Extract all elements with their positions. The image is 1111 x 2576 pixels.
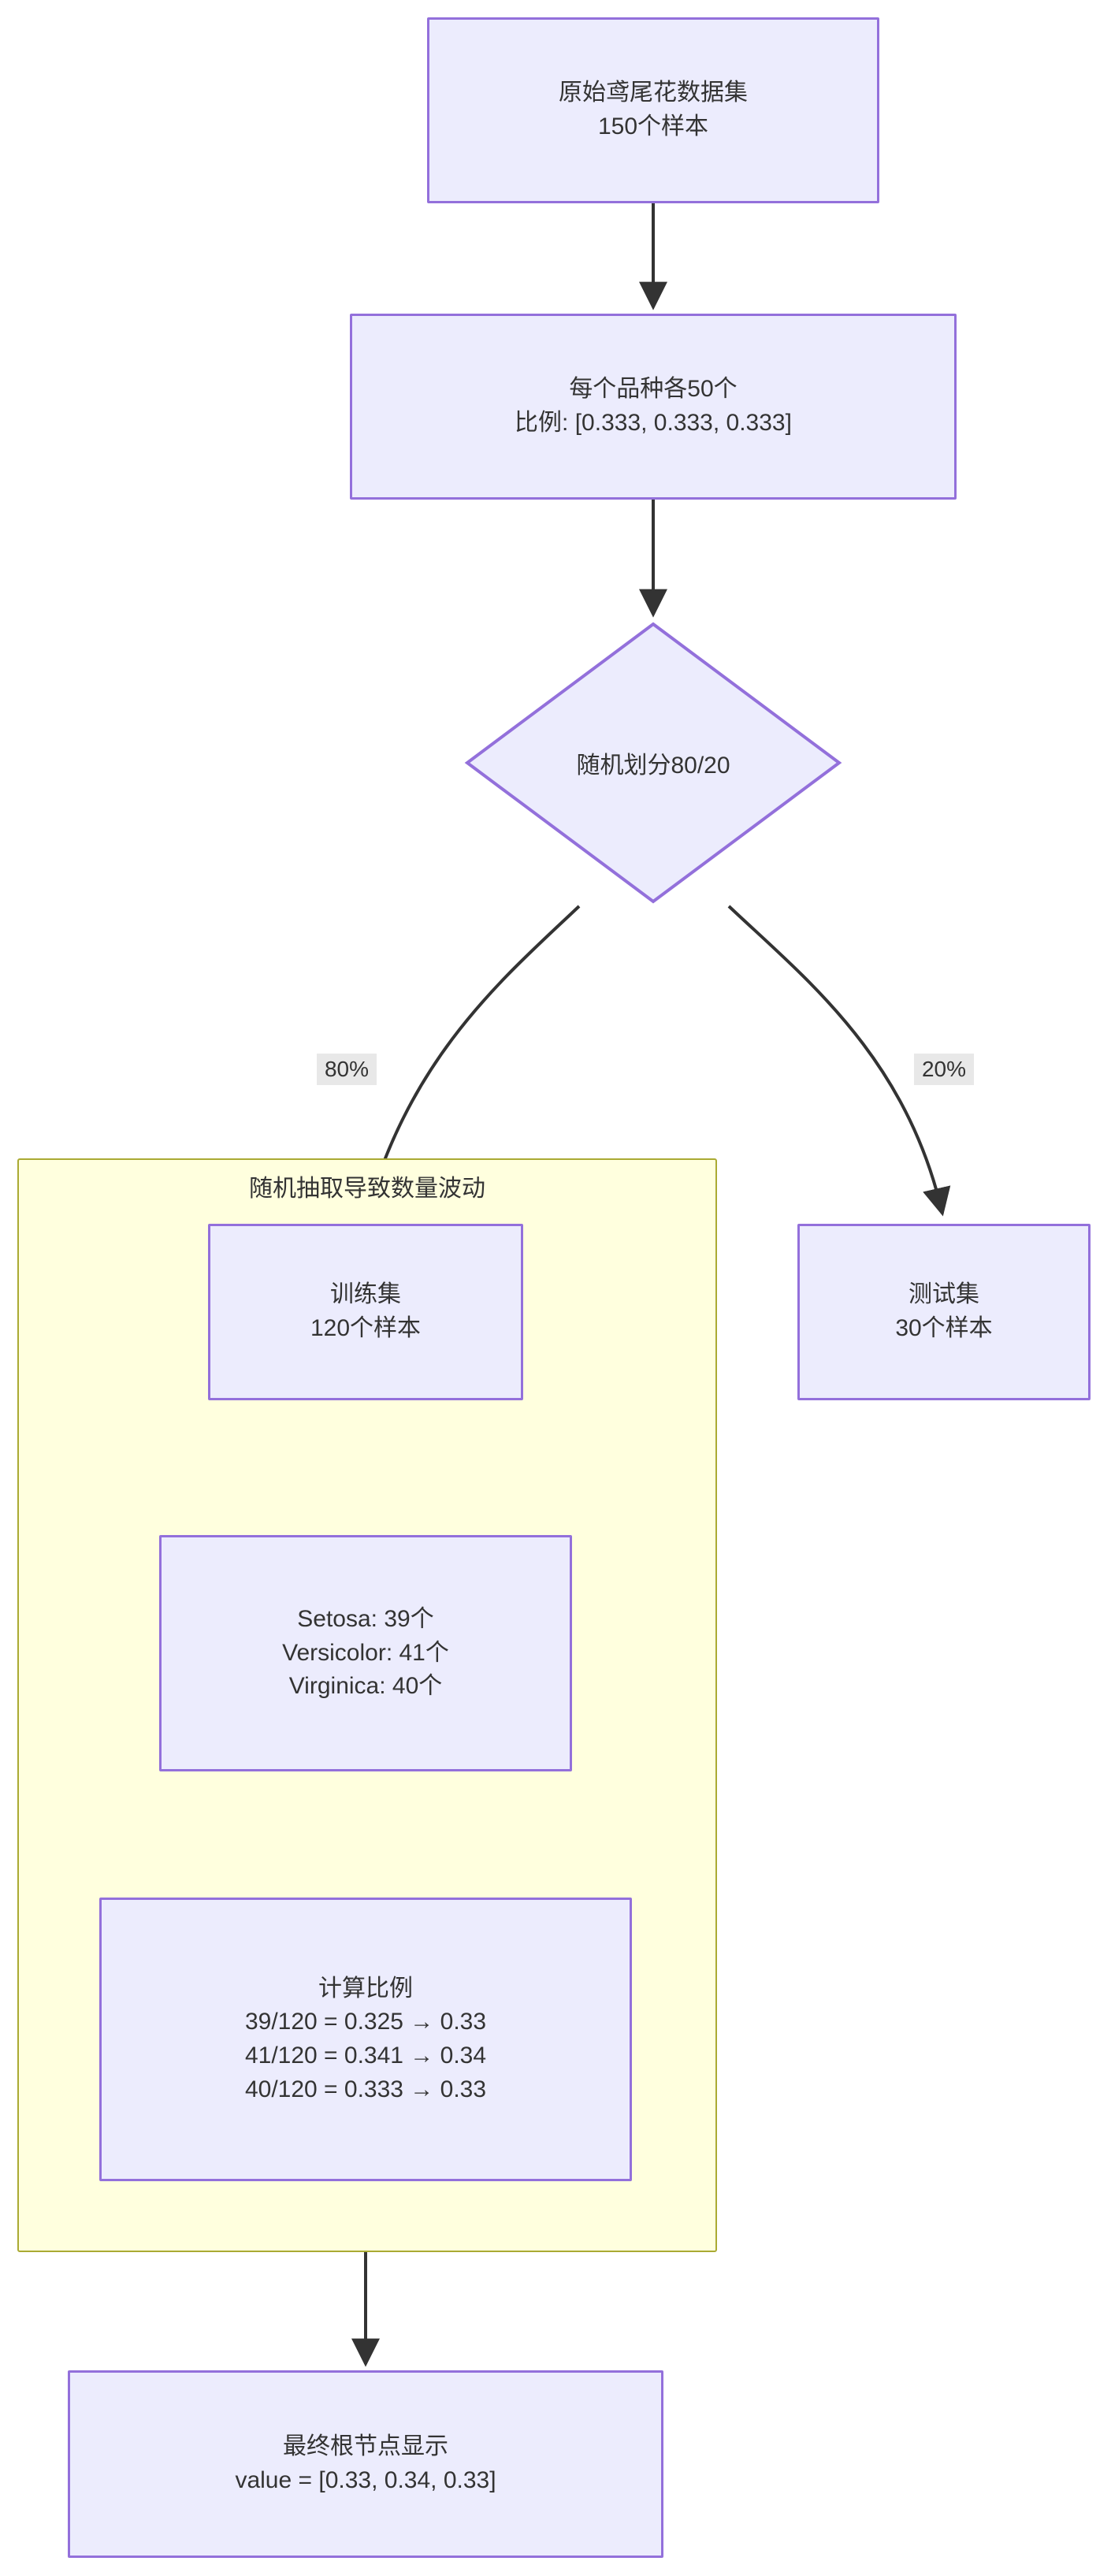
- node-train-counts[interactable]: Setosa: 39个 Versicolor: 41个 Virginica: 4…: [159, 1535, 572, 1771]
- node-original-dataset-line1: 原始鸢尾花数据集: [559, 80, 748, 106]
- subgraph-label: 随机抽取导致数量波动: [249, 1176, 485, 1202]
- node-final-root-line2: value = [0.33, 0.34, 0.33]: [235, 2467, 496, 2493]
- node-final-root[interactable]: 最终根节点显示 value = [0.33, 0.34, 0.33]: [68, 2370, 663, 2558]
- node-train-set-line2: 120个样本: [310, 1315, 422, 1341]
- node-random-split[interactable]: 随机划分80/20: [464, 621, 842, 905]
- node-train-set[interactable]: 训练集 120个样本: [208, 1224, 523, 1400]
- edge-label-test-branch: 20%: [914, 1054, 974, 1085]
- node-final-root-line1: 最终根节点显示: [283, 2433, 448, 2460]
- node-compute-ratio-line4: 40/120 = 0.333 → 0.33: [244, 2076, 487, 2102]
- node-test-set[interactable]: 测试集 30个样本: [797, 1224, 1091, 1400]
- node-original-dataset[interactable]: 原始鸢尾花数据集 150个样本: [427, 17, 879, 203]
- node-per-species-line2: 比例: [0.333, 0.333, 0.333]: [515, 410, 792, 436]
- node-per-species[interactable]: 每个品种各50个 比例: [0.333, 0.333, 0.333]: [350, 314, 957, 500]
- node-compute-ratio-line2: 39/120 = 0.325 → 0.33: [244, 2009, 487, 2035]
- node-per-species-line1: 每个品种各50个: [569, 376, 738, 403]
- node-compute-ratio-line1: 计算比例: [318, 1975, 413, 2002]
- node-original-dataset-line2: 150个样本: [597, 113, 709, 139]
- node-train-counts-line1: Setosa: 39个: [297, 1606, 434, 1633]
- node-train-set-line1: 训练集: [330, 1281, 401, 1308]
- node-train-counts-line3: Virginica: 40个: [288, 1673, 443, 1700]
- node-train-counts-line2: Versicolor: 41个: [282, 1639, 449, 1666]
- edge-label-train-branch: 80%: [317, 1054, 377, 1085]
- node-test-set-line2: 30个样本: [895, 1315, 993, 1341]
- node-compute-ratio[interactable]: 计算比例 39/120 = 0.325 → 0.33 41/120 = 0.34…: [99, 1898, 632, 2181]
- edge-split-to-test: [727, 905, 951, 1217]
- node-compute-ratio-line3: 41/120 = 0.341 → 0.34: [244, 2043, 487, 2069]
- diamond-shape: [464, 622, 842, 904]
- node-test-set-line1: 测试集: [908, 1281, 979, 1308]
- node-random-split-label: 随机划分80/20: [576, 753, 730, 779]
